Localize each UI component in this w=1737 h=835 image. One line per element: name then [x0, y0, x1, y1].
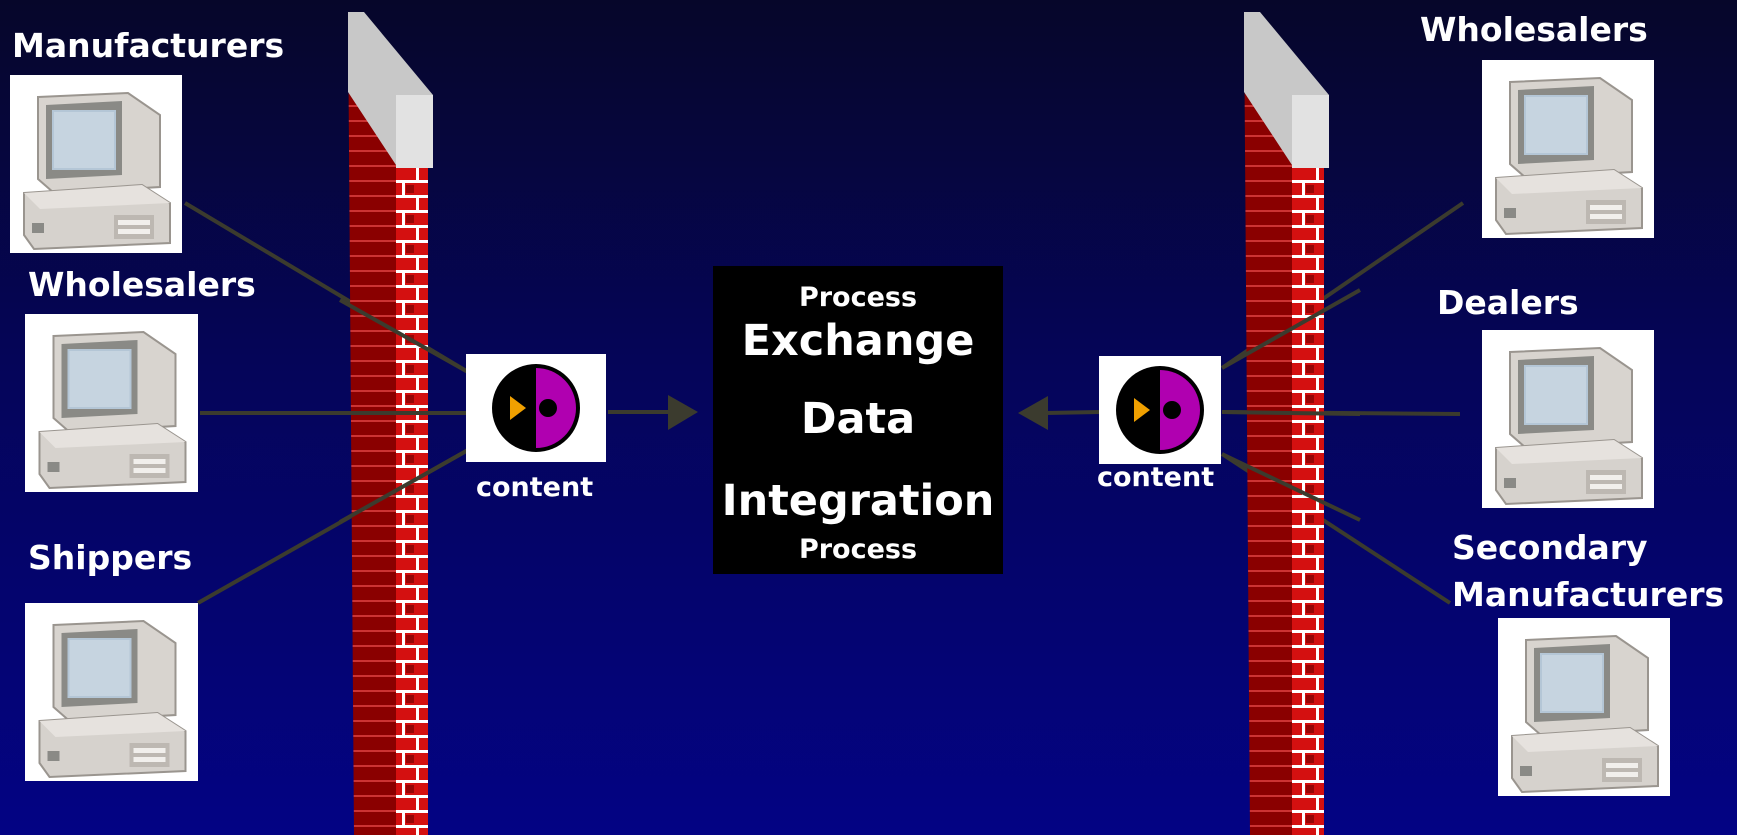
computer-wholesalers-right	[1482, 60, 1654, 238]
node-label-wholesalers-right: Wholesalers	[1420, 10, 1648, 49]
connector-line-overlays	[339, 288, 1361, 524]
node-label-manufacturers: Manufacturers	[12, 26, 285, 65]
computer-dealers	[1482, 330, 1654, 508]
hub-integration: Integration	[721, 476, 995, 526]
computer-secondary-manufacturers	[1498, 618, 1670, 796]
node-label-shippers: Shippers	[28, 538, 193, 577]
content-logo-icon	[1116, 366, 1204, 454]
computer-shippers	[25, 603, 198, 781]
connector-label-left: content	[476, 472, 594, 503]
computer-icon	[38, 619, 187, 779]
arrow-left-to-hub	[608, 395, 698, 430]
firewall-right	[1244, 12, 1329, 835]
node-label-dealers: Dealers	[1437, 283, 1579, 322]
arrow-head-left-icon	[1018, 396, 1048, 430]
arrow-head-right-icon	[668, 395, 698, 430]
hub-process-bottom: Process	[798, 534, 918, 565]
computer-manufacturers	[10, 75, 182, 253]
arrow-right-to-hub	[1018, 396, 1101, 430]
content-logo-left	[466, 354, 606, 462]
firewall-left	[348, 12, 433, 835]
hub-process-top: Process	[798, 282, 918, 313]
hub-box: Process Exchange Data Integration Proces…	[713, 266, 1003, 574]
content-logo-icon	[492, 364, 580, 452]
node-label-wholesalers-left: Wholesalers	[28, 265, 256, 304]
computer-icon	[1511, 634, 1659, 794]
content-logo-right	[1099, 356, 1221, 464]
computer-icon	[1495, 76, 1643, 236]
computer-icon	[38, 330, 187, 490]
firewall-left-front	[396, 165, 428, 835]
node-label-secondary-manufacturers: Secondary Manufacturers	[1452, 528, 1725, 614]
hub-exchange: Exchange	[741, 316, 975, 366]
computer-icon	[1495, 346, 1643, 506]
connector-label-right: content	[1097, 462, 1215, 493]
hub-data: Data	[800, 394, 916, 444]
computer-wholesalers-left	[25, 314, 198, 492]
computer-icon	[23, 91, 171, 251]
